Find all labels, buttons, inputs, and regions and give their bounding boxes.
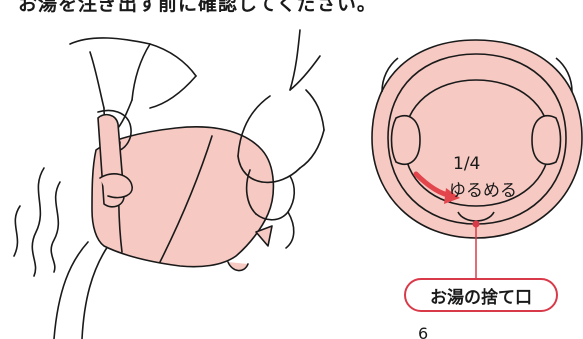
- spout-callout-label: お湯の捨て口: [404, 278, 558, 312]
- rotation-amount: 1/4: [453, 154, 480, 174]
- steam-line: [51, 182, 60, 272]
- steam-line: [32, 168, 44, 276]
- spout-marker: [473, 221, 480, 228]
- page-number: 6: [418, 324, 428, 339]
- lid-top-view-illustration: [372, 40, 582, 238]
- kettle-pouring-illustration: [14, 30, 324, 339]
- steam-line: [14, 206, 20, 256]
- loosen-label: ゆるめる: [449, 176, 517, 201]
